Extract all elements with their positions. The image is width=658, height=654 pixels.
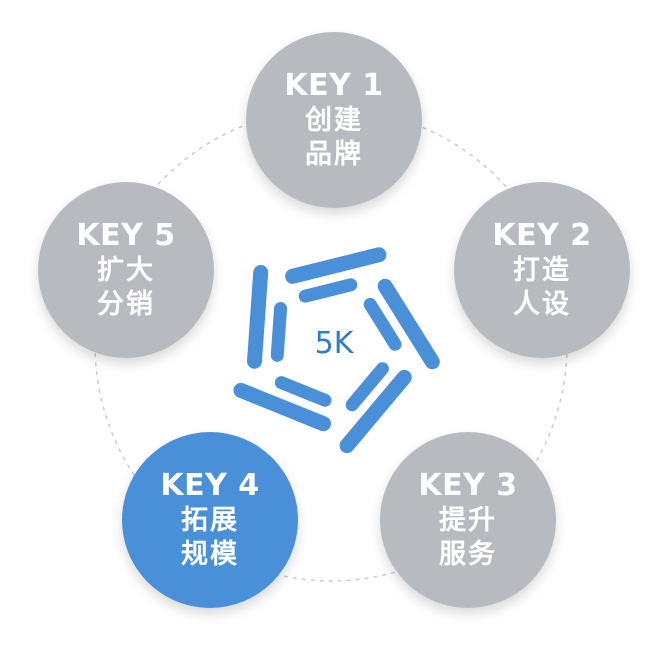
key-1-line-2: 品牌 [305, 139, 363, 170]
key-5-line-1: 扩大 [97, 255, 155, 286]
key-5-circle: KEY 5 扩大 分销 [38, 182, 214, 358]
logo-bar [339, 362, 412, 454]
key-3-line-2: 服务 [439, 539, 497, 570]
logo-bar [285, 247, 387, 303]
logo-bar [246, 264, 288, 369]
key-2-circle: KEY 2 打造 人设 [454, 182, 630, 358]
key-1-line-1: 创建 [305, 105, 363, 136]
key-5-title: KEY 5 [76, 218, 176, 253]
key-5-line-2: 分销 [97, 289, 155, 320]
key-4-line-2: 规模 [181, 539, 239, 570]
logo-bars [233, 247, 440, 454]
key-3-circle: KEY 3 提升 服务 [380, 432, 556, 608]
key-2-line-2: 人设 [513, 289, 571, 320]
key-1-circle: KEY 1 创建 品牌 [246, 32, 422, 208]
key-3-line-1: 提升 [439, 505, 497, 536]
key-4-line-1: 拓展 [181, 505, 239, 536]
key-2-line-1: 打造 [513, 255, 571, 286]
center-label: 5K [314, 326, 354, 361]
key-4-title: KEY 4 [160, 468, 260, 503]
logo-bar [233, 376, 332, 432]
key-1-title: KEY 1 [284, 68, 384, 103]
key-2-title: KEY 2 [492, 218, 592, 253]
key-3-title: KEY 3 [418, 468, 518, 503]
logo-bar [363, 278, 440, 370]
key-4-circle: KEY 4 拓展 规模 [122, 432, 298, 608]
